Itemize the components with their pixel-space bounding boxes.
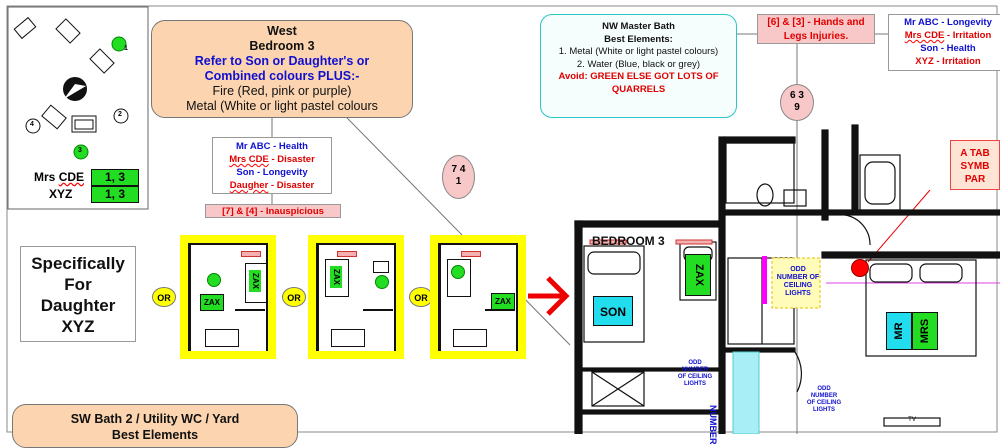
west-bedroom-box: West Bedroom 3 Refer to Son or Daughter'… [151, 20, 413, 118]
mr-label: MR [886, 312, 912, 350]
chair-number-1: 1 [124, 45, 128, 52]
sw-line2: Best Elements [111, 428, 199, 442]
zax-bedroom3: ZAX [685, 254, 711, 296]
bedroom3-title: BEDROOM 3 [592, 234, 665, 248]
red-dot [851, 259, 869, 277]
xyz-value: 1, 3 [91, 186, 139, 203]
master-son: Son - Health [920, 43, 976, 54]
zax-label-1: ZAX [200, 294, 224, 311]
legend-mr-abc: Mr ABC - Health [236, 141, 308, 152]
mrs-cde-row: Mrs CDE [34, 170, 85, 184]
ceiling-lights-2: ODD NUMBER OF CEILING LIGHTS [677, 360, 713, 387]
west-fire-line: Fire (Red, pink or purple) [212, 84, 352, 98]
mrs-label: MRS [912, 312, 938, 350]
west-title: West [267, 24, 297, 38]
star-circle-639: 6 3 9 [780, 84, 814, 121]
ceiling-lights-3: ODD NUMBER OF CEILING LIGHTS [806, 386, 842, 413]
nw-line2: 2. Water (Blue, black or grey) [576, 58, 701, 70]
corridor [732, 351, 760, 434]
nw-subtitle: Best Elements: [604, 33, 673, 45]
compass-drawing [13, 16, 115, 133]
legend-mrs-cde: Mrs CDE - Disaster [229, 154, 315, 165]
layout-option-1: ZAX ZAX [180, 235, 276, 359]
diagram-lines [6, 5, 1000, 434]
nw-title: NW Master Bath [602, 21, 675, 32]
legend-daughter: Daugher - Disaster [229, 180, 315, 191]
ceiling-lights-1: ODD NUMBER OF CEILING LIGHTS [776, 266, 820, 297]
nw-avoid1: Avoid: GREEN ELSE GOT LOTS OF [558, 71, 719, 82]
master-xyz: XYZ - Irritation [915, 56, 981, 67]
west-subtitle: Bedroom 3 [249, 39, 315, 53]
west-refer-line1: Refer to Son or Daughter's or [194, 54, 370, 68]
hatch-strips [589, 239, 713, 245]
sw-bath-box: SW Bath 2 / Utility WC / Yard Best Eleme… [12, 404, 298, 448]
master-mr-abc: Mr ABC - Longevity [904, 17, 992, 28]
tv-label: TV [908, 417, 916, 423]
west-metal-line: Metal (White or light pastel colours [186, 99, 378, 113]
xyz-row: XYZ [49, 187, 73, 201]
magenta-bar [762, 256, 767, 304]
or-badge-1: OR [152, 287, 176, 307]
corridor-number-label: NUMBER [708, 405, 718, 445]
layout-option-2: ZAX [308, 235, 404, 359]
son-label: SON [593, 296, 633, 326]
chair-number-4: 4 [30, 121, 34, 128]
compass-panel: 1 2 3 4 Mrs CDE 1, 3 XYZ 1, 3 [8, 7, 148, 209]
table-callout: A TAB SYMB PAR [950, 140, 1000, 190]
layout-option-3: ZAX [430, 235, 526, 359]
master-mrs-cde: Mrs CDE - Irritation [904, 30, 992, 41]
hands-line2: Legs Injuries. [783, 30, 849, 42]
bedroom3-legend: Mr ABC - Health Mrs CDE - Disaster Son -… [212, 137, 332, 194]
sw-line1: SW Bath 2 / Utility WC / Yard [70, 412, 240, 426]
zax-label-3: ZAX [491, 293, 515, 310]
or-badge-2: OR [282, 287, 306, 307]
nw-avoid2: QUARRELS [611, 83, 666, 95]
nw-line1: 1. Metal (White or light pastel colours) [558, 46, 719, 57]
west-refer-line2: Combined colours PLUS:- [204, 69, 360, 83]
zax-vert-1: ZAX [249, 270, 261, 292]
floor-plan [574, 124, 1000, 434]
nw-master-bath-box: NW Master Bath Best Elements: 1. Metal (… [540, 14, 737, 118]
hands-legs-box: [6] & [3] - Hands and Legs Injuries. [757, 14, 875, 44]
mrs-cde-value: 1, 3 [91, 169, 139, 186]
star-circle-741: 7 4 1 [442, 155, 475, 199]
master-legend: Mr ABC - Longevity Mrs CDE - Irritation … [888, 14, 1000, 71]
inauspicious-label: [7] & [4] - Inauspicious [205, 204, 341, 218]
chair-number-2: 2 [118, 111, 122, 118]
chair-number-3: 3 [78, 147, 82, 154]
specifically-box: Specifically For Daughter XYZ [20, 246, 136, 342]
zax-vert-2: ZAX [330, 266, 342, 288]
hands-line1: [6] & [3] - Hands and [767, 17, 865, 28]
legend-son: Son - Longevity [236, 167, 308, 178]
red-arrow [528, 276, 570, 316]
